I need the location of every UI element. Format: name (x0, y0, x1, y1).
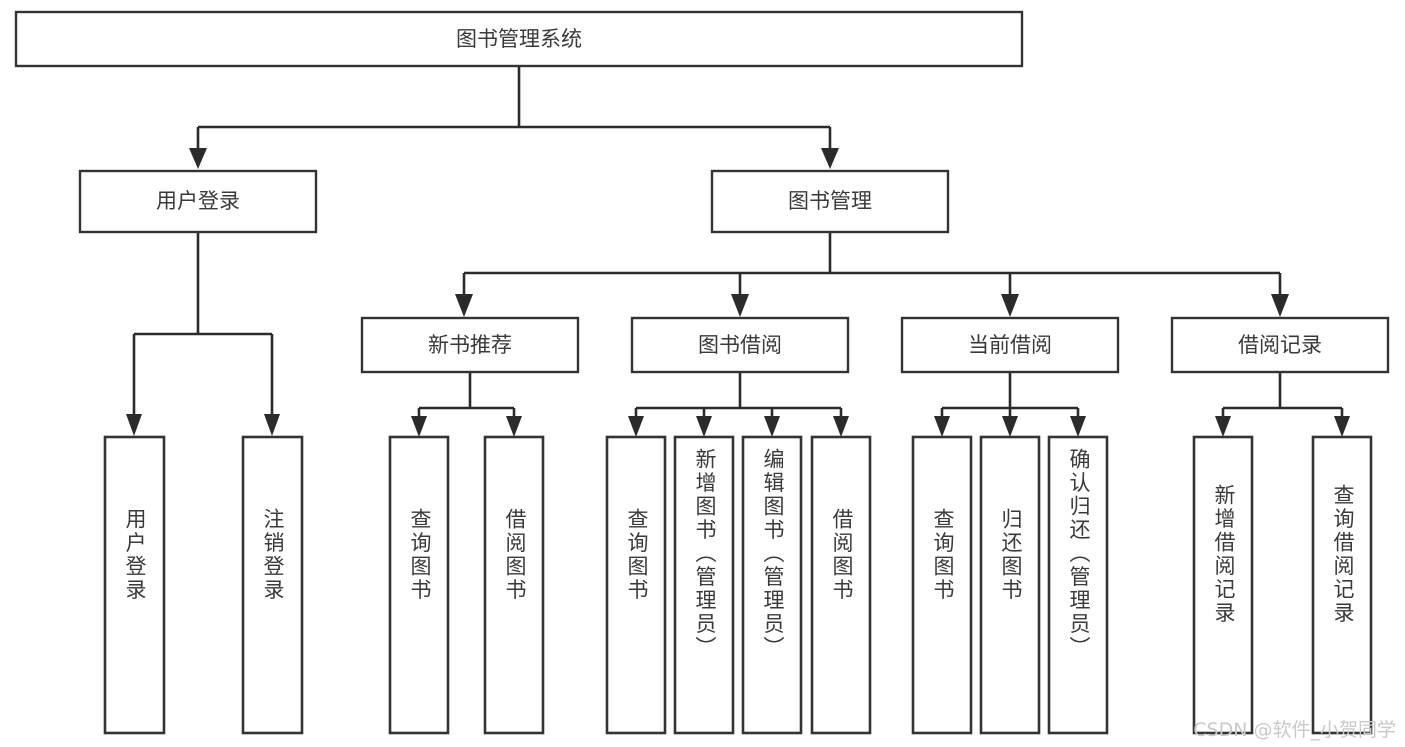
node-book-borrow[interactable]: 图书借阅 (630, 316, 850, 374)
arrow-user-login-to-leaf1 (126, 414, 142, 436)
node-leaf-borrow-book-2-box[interactable] (810, 435, 872, 735)
node-borrow-record-label: 借阅记录 (1238, 333, 1322, 357)
arrow-book-borrow-to-leaf3 (764, 416, 780, 437)
arrow-to-new-book-rec (455, 294, 473, 317)
node-current-borrow-label: 当前借阅 (968, 333, 1052, 357)
node-book-manage-box[interactable] (710, 169, 950, 234)
arrow-to-book-borrow (731, 294, 749, 317)
arrow-new-book-rec-to-leaf2 (506, 416, 522, 437)
node-leaf-add-record-box[interactable] (1192, 435, 1254, 735)
node-leaf-logout-label: 注销登录 (261, 508, 285, 602)
arrow-borrow-record-to-leaf1 (1215, 416, 1231, 437)
connector-layer (126, 66, 1350, 437)
node-leaf-confirm-return[interactable]: 确认归还（管理员） (1047, 435, 1109, 735)
arrow-book-borrow-to-leaf1 (628, 416, 644, 437)
node-leaf-edit-book[interactable]: 编辑图书（管理员） (741, 435, 803, 735)
node-root-box[interactable] (14, 10, 1024, 68)
node-user-login[interactable]: 用户登录 (78, 169, 318, 234)
node-leaf-borrow-book-2[interactable]: 借阅图书 (810, 435, 872, 735)
node-new-book-rec[interactable]: 新书推荐 (360, 316, 580, 374)
node-leaf-query-book-3-box[interactable] (911, 435, 973, 735)
node-leaf-user-login-label: 用户登录 (123, 508, 147, 602)
node-leaf-logout[interactable]: 注销登录 (241, 435, 304, 735)
node-current-borrow-box[interactable] (900, 316, 1120, 374)
node-current-borrow[interactable]: 当前借阅 (900, 316, 1120, 374)
node-leaf-query-book-1-label: 查询图书 (408, 508, 432, 602)
arrow-current-borrow-to-leaf3 (1070, 416, 1086, 437)
arrow-book-borrow-to-leaf2 (696, 416, 712, 437)
node-leaf-confirm-return-box[interactable] (1047, 435, 1109, 735)
arrow-borrow-record-to-leaf2 (1334, 416, 1350, 437)
node-leaf-return-book[interactable]: 归还图书 (979, 435, 1041, 735)
node-leaf-add-record[interactable]: 新增借阅记录 (1192, 435, 1254, 735)
node-leaf-edit-book-label: 编辑图书（管理员） (761, 448, 785, 660)
node-leaf-query-record-label: 查询借阅记录 (1331, 484, 1355, 625)
node-leaf-borrow-book-1-box[interactable] (483, 435, 545, 735)
node-leaf-confirm-return-label: 确认归还（管理员） (1067, 448, 1091, 660)
node-leaf-query-record[interactable]: 查询借阅记录 (1311, 435, 1373, 735)
node-leaf-query-book-1-box[interactable] (388, 435, 450, 735)
node-book-borrow-label: 图书借阅 (698, 333, 782, 357)
arrow-current-borrow-to-leaf1 (934, 416, 950, 437)
node-leaf-query-book-2[interactable]: 查询图书 (605, 435, 667, 735)
node-leaf-borrow-book-2-label: 借阅图书 (830, 508, 854, 602)
arrow-new-book-rec-to-leaf1 (411, 416, 427, 437)
node-leaf-user-login[interactable]: 用户登录 (103, 435, 166, 735)
node-book-manage[interactable]: 图书管理 (710, 169, 950, 234)
node-leaf-borrow-book-1[interactable]: 借阅图书 (483, 435, 545, 735)
node-book-manage-label: 图书管理 (788, 189, 872, 213)
node-leaf-logout-box[interactable] (241, 435, 304, 735)
csdn-watermark: CSDN @软件_小贺同学 (1193, 719, 1396, 741)
node-leaf-query-book-3-label: 查询图书 (931, 508, 955, 602)
node-leaf-add-book-label: 新增图书（管理员） (693, 448, 717, 660)
node-user-login-label: 用户登录 (156, 189, 240, 213)
node-leaf-add-book-box[interactable] (673, 435, 735, 735)
node-borrow-record-box[interactable] (1170, 316, 1390, 374)
node-root[interactable]: 图书管理系统 (14, 10, 1024, 68)
arrow-user-login-to-leaf2 (264, 414, 280, 436)
node-new-book-rec-box[interactable] (360, 316, 580, 374)
arrow-to-current-borrow (1001, 294, 1019, 317)
arrow-root-to-book-manage (821, 148, 839, 169)
node-book-borrow-box[interactable] (630, 316, 850, 374)
node-leaf-user-login-box[interactable] (103, 435, 166, 735)
node-borrow-record[interactable]: 借阅记录 (1170, 316, 1390, 374)
node-leaf-query-record-box[interactable] (1311, 435, 1373, 735)
arrow-root-to-user-login (189, 148, 207, 169)
node-leaf-return-book-label: 归还图书 (999, 508, 1023, 602)
node-user-login-box[interactable] (78, 169, 318, 234)
arrow-book-borrow-to-leaf4 (833, 416, 849, 437)
node-leaf-return-book-box[interactable] (979, 435, 1041, 735)
node-root-label: 图书管理系统 (456, 27, 582, 51)
arrow-to-borrow-record (1271, 294, 1289, 317)
node-new-book-rec-label: 新书推荐 (428, 333, 512, 357)
node-leaf-query-book-1[interactable]: 查询图书 (388, 435, 450, 735)
node-leaf-add-record-label: 新增借阅记录 (1212, 484, 1236, 625)
node-leaf-add-book[interactable]: 新增图书（管理员） (673, 435, 735, 735)
arrow-current-borrow-to-leaf2 (1002, 416, 1018, 437)
node-leaf-edit-book-box[interactable] (741, 435, 803, 735)
node-leaf-query-book-2-label: 查询图书 (625, 508, 649, 602)
node-leaf-borrow-book-1-label: 借阅图书 (503, 508, 527, 602)
node-leaf-query-book-2-box[interactable] (605, 435, 667, 735)
node-leaf-query-book-3[interactable]: 查询图书 (911, 435, 973, 735)
